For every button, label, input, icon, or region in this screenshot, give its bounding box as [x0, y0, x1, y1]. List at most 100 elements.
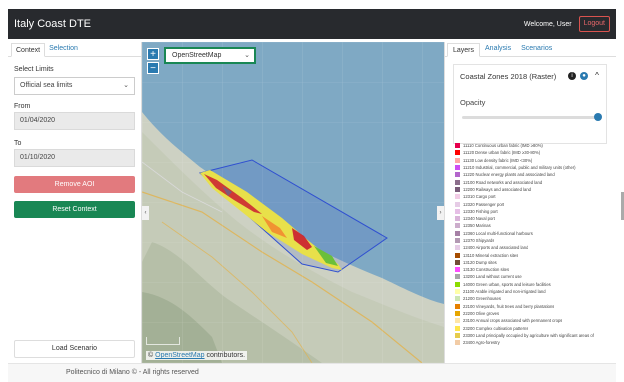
legend-item: 12310 Cargo port [455, 193, 615, 200]
legend-label: 13200 Land without current use [463, 274, 522, 280]
legend-swatch [455, 303, 460, 309]
opacity-label: Opacity [460, 98, 486, 107]
legend-item: 12340 Naval port [455, 215, 615, 222]
chevron-down-icon: ⌄ [123, 82, 129, 89]
legend-swatch [455, 340, 460, 346]
zoom-out-button[interactable]: − [147, 62, 159, 74]
legend-item: 22100 Vineyards, fruit trees and berry p… [455, 303, 615, 310]
legend-item: 11210 Industrial, commercial, public and… [455, 164, 615, 171]
map-view[interactable]: + − OpenStreetMap ⌄ © OpenStreetMap cont… [142, 42, 444, 363]
legend-swatch [455, 201, 460, 207]
legend-label: 12340 Naval port [463, 216, 495, 222]
from-label: From [14, 103, 31, 110]
collapse-right-handle[interactable]: › [437, 206, 444, 220]
legend-item: 11130 Low density fabric (IMD <30%) [455, 157, 615, 164]
legend-item: 13130 Construction sites [455, 266, 615, 273]
eye-icon[interactable]: ● [580, 72, 588, 80]
chevron-up-icon[interactable]: ^ [595, 71, 599, 80]
opacity-slider-handle[interactable] [594, 113, 602, 121]
legend-label: 12100 Road networks and associated land [463, 179, 543, 185]
chevron-down-icon: ⌄ [244, 52, 250, 59]
zoom-in-button[interactable]: + [147, 48, 159, 60]
info-icon[interactable]: i [568, 72, 576, 80]
legend-item: 23200 Complex cultivation patterns [455, 324, 615, 331]
legend-label: 23200 Complex cultivation patterns [463, 325, 529, 331]
map-attribution: © OpenStreetMap contributors. [146, 351, 248, 360]
osm-link[interactable]: OpenStreetMap [155, 352, 205, 359]
to-date-value: 01/10/2020 [20, 154, 56, 161]
logout-button[interactable]: Logout [578, 16, 610, 32]
legend-item: 12200 Railways and associated land [455, 186, 615, 193]
legend-swatch [455, 332, 460, 338]
legend-swatch [455, 157, 460, 163]
legend-label: 12200 Railways and associated land [463, 186, 531, 192]
to-label: To [14, 140, 22, 147]
legend-swatch [455, 216, 460, 222]
legend-swatch [455, 259, 460, 265]
legend-label: 12320 Passenger port [463, 201, 505, 207]
from-date-value: 01/04/2020 [20, 117, 56, 124]
legend-item: 11220 Nuclear energy plants and associat… [455, 171, 615, 178]
legend-swatch [455, 245, 460, 251]
tab-selection[interactable]: Selection [49, 45, 78, 52]
panel-scrollbar[interactable] [621, 192, 624, 220]
collapse-left-handle[interactable]: ‹ [142, 206, 149, 220]
legend-swatch [455, 172, 460, 178]
legend-item: 22200 Olive groves [455, 310, 615, 317]
legend-swatch [455, 281, 460, 287]
load-scenario-button[interactable]: Load Scenario [14, 340, 135, 358]
legend-label: 11210 Industrial, commercial, public and… [463, 165, 576, 171]
left-sidebar: Context Selection Select Limits Official… [8, 42, 142, 363]
left-tabs: Context Selection [8, 42, 141, 57]
legend-label: 23400 Agro-forestry [463, 340, 500, 346]
legend-label: 12400 Airports and associated land [463, 245, 529, 251]
layer-title: Coastal Zones 2018 (Raster) [460, 72, 557, 81]
basemap-value: OpenStreetMap [172, 52, 222, 59]
navbar: Italy Coast DTE Welcome, User Logout [8, 9, 616, 39]
legend-swatch [455, 150, 460, 156]
legend-item: 12400 Airports and associated land [455, 244, 615, 251]
legend-swatch [455, 179, 460, 185]
legend-label: 12310 Cargo port [463, 194, 496, 200]
legend-label: 11220 Nuclear energy plants and associat… [463, 172, 555, 178]
tab-analysis[interactable]: Analysis [485, 45, 512, 52]
remove-aoi-button[interactable]: Remove AOI [14, 176, 135, 193]
tab-context[interactable]: Context [11, 43, 46, 57]
legend-swatch [455, 274, 460, 280]
legend-label: 12330 Fishing port [463, 208, 498, 214]
app-title: Italy Coast DTE [14, 18, 92, 30]
limits-select[interactable]: Official sea limits ⌄ [14, 77, 135, 95]
legend-item: 23300 Land principally occupied by agric… [455, 332, 615, 339]
limits-select-value: Official sea limits [20, 82, 73, 89]
legend-item: 21200 Greenhouses [455, 295, 615, 302]
legend-label: 14000 Green urban, sports and leisure fa… [463, 281, 551, 287]
tab-layers[interactable]: Layers [447, 43, 481, 57]
reset-context-button[interactable]: Reset Context [14, 201, 135, 218]
legend-item: 12360 Local multi-functional harbours [455, 230, 615, 237]
legend-swatch [455, 296, 460, 302]
legend-item: 21100 Arable irrigated and non-irrigated… [455, 288, 615, 295]
legend-label: 13130 Construction sites [463, 267, 510, 273]
select-limits-label: Select Limits [14, 66, 54, 73]
legend-swatch [455, 238, 460, 243]
legend-item: 13200 Land without current use [455, 273, 615, 280]
tab-scenarios[interactable]: Scenarios [521, 45, 553, 52]
to-date-input[interactable]: 01/10/2020 [14, 149, 135, 167]
basemap-select[interactable]: OpenStreetMap ⌄ [164, 47, 256, 64]
legend-label: 11110 Continuous urban fabric (IMD ≥80%) [463, 143, 543, 149]
legend-label: 13110 Mineral extraction sites [463, 252, 519, 258]
legend-item: 12100 Road networks and associated land [455, 178, 615, 185]
opacity-slider[interactable] [462, 113, 602, 121]
legend-label: 12360 Local multi-functional harbours [463, 230, 533, 236]
legend-swatch [455, 208, 460, 214]
legend-swatch [455, 230, 460, 236]
right-tabs: Layers Analysis Scenarios [445, 42, 616, 57]
legend-swatch [455, 186, 460, 192]
legend-swatch [455, 165, 460, 171]
legend-label: 22100 Vineyards, fruit trees and berry p… [463, 303, 555, 309]
legend-item: 12330 Fishing port [455, 208, 615, 215]
legend-item: 13120 Dump sites [455, 259, 615, 266]
from-date-input[interactable]: 01/04/2020 [14, 112, 135, 130]
legend-swatch [455, 325, 460, 331]
